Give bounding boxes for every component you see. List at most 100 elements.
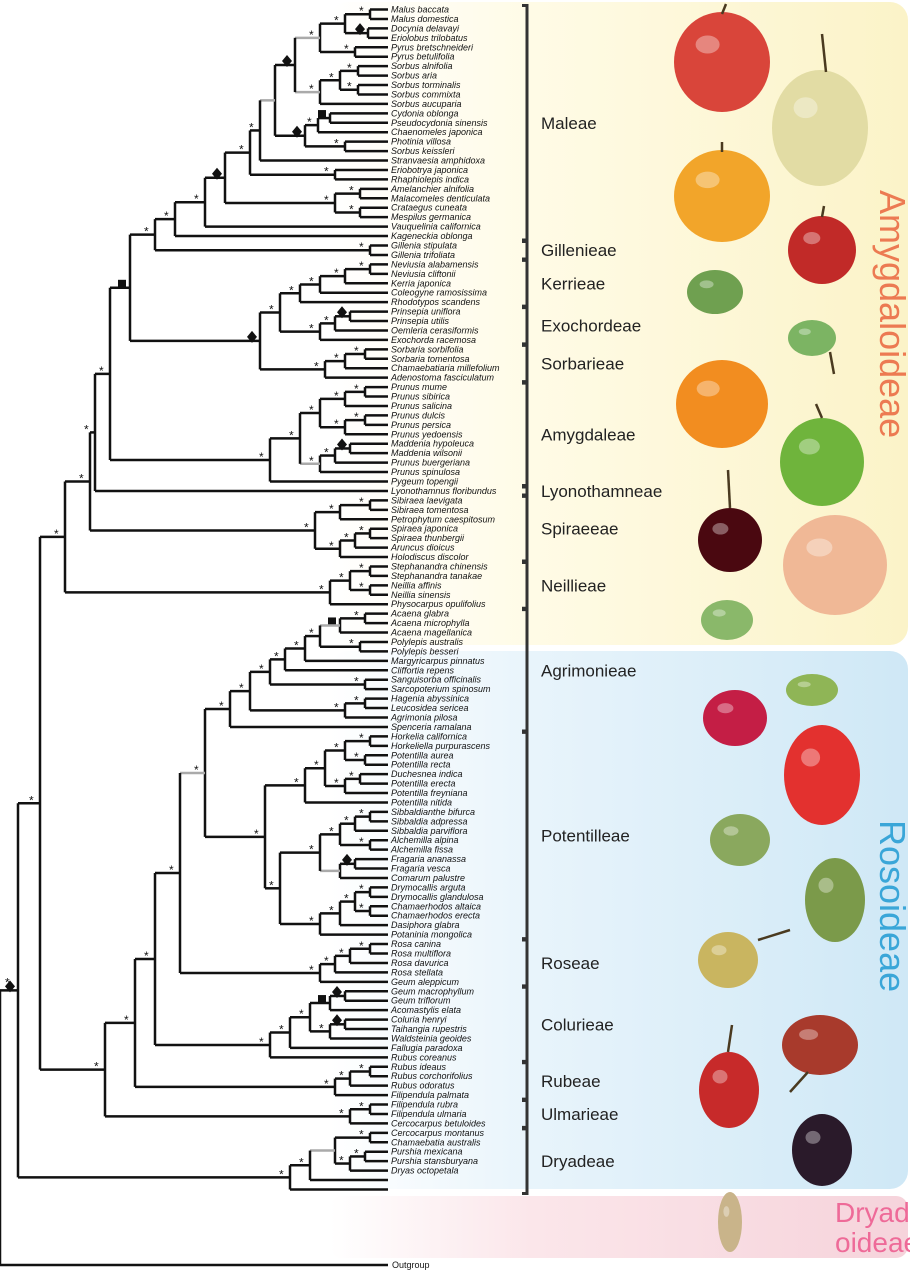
taxon-label: Rhaphiolepis indica [391, 174, 469, 184]
haw-image [788, 216, 856, 284]
agrimony-bur-image [786, 674, 838, 706]
support-star: * [354, 410, 359, 424]
taxon-label: Docynia delavayi [391, 23, 460, 33]
support-star: * [259, 1035, 264, 1049]
taxon-label: Eriobotrya japonica [391, 165, 468, 175]
tribe-label: Maleae [541, 114, 597, 133]
taxon-label: Drymocallis arguta [391, 882, 466, 892]
dryadoideae-panel [330, 1196, 908, 1258]
taxon-label: Coleogyne ramosissima [391, 288, 487, 298]
support-star: * [164, 209, 169, 223]
support-star: * [344, 892, 349, 906]
support-star: * [334, 136, 339, 150]
support-star: * [274, 649, 279, 663]
tribe-label: Amygdaleae [541, 425, 636, 444]
taxon-label: Sibiraea tomentosa [391, 505, 469, 515]
taxon-label: Chaenomeles japonica [391, 127, 483, 137]
taxon-label: Exochorda racemosa [391, 335, 476, 345]
green-apple-image [780, 418, 864, 506]
support-square [318, 995, 326, 1004]
support-star: * [359, 1062, 364, 1076]
support-star: * [79, 471, 84, 485]
tribe-label: Agrimonieae [541, 661, 636, 680]
support-star: * [269, 302, 274, 316]
tribe-bracket [522, 1127, 529, 1195]
taxon-label: Acaena magellanica [390, 628, 472, 638]
taxon-label: Margyricarpus pinnatus [391, 656, 485, 666]
support-square [328, 617, 336, 626]
taxon-label: Oemleria cerasiformis [391, 325, 479, 335]
support-star: * [324, 165, 329, 179]
taxon-label: Malus domestica [391, 14, 459, 24]
support-star: * [359, 4, 364, 18]
taxon-label: Geum aleppicum [391, 977, 460, 987]
subfamily-label-amygdaloideae: Amygdaloideae [872, 190, 910, 438]
support-star: * [279, 1023, 284, 1037]
taxon-label: Potentilla recta [391, 760, 451, 770]
stem [726, 1024, 734, 1053]
support-star: * [144, 225, 149, 239]
taxon-label: Sorbus keissleri [391, 146, 456, 156]
support-star: * [359, 259, 364, 273]
taxon-label: Amelanchier alnifolia [390, 184, 474, 194]
support-star: * [354, 1146, 359, 1160]
taxon-label: Spiraea japonica [391, 524, 458, 534]
taxon-label: Spiraea thunbergii [391, 533, 465, 543]
taxon-label: Filipendula ulmaria [391, 1109, 467, 1119]
taxon-label: Taihangia rupestris [391, 1024, 467, 1034]
taxon-label: Horkelia californica [391, 731, 467, 741]
support-star: * [344, 814, 349, 828]
strawberry-image [784, 725, 860, 825]
support-star: * [324, 313, 329, 327]
support-star: * [259, 450, 264, 464]
support-star: * [239, 143, 244, 157]
amygdaloideae-panel [330, 2, 908, 645]
neillia-follicles-image [701, 600, 753, 640]
support-star: * [359, 1099, 364, 1113]
taxon-label: Chamaerhodos altaica [391, 901, 481, 911]
support-star: * [354, 750, 359, 764]
support-star: * [279, 1167, 284, 1181]
support-star: * [349, 202, 354, 216]
support-square [318, 110, 326, 119]
taxon-label: Waldsteinia geoides [391, 1033, 472, 1043]
taxon-label: Maddenia wilsonii [391, 448, 463, 458]
subfamily-label-dryadoideae-line2: oideae [835, 1227, 910, 1258]
support-star: * [359, 561, 364, 575]
taxon-label: Sorbus commixta [391, 89, 461, 99]
tree-branches: ****************************************… [0, 4, 388, 1265]
support-star: * [124, 1013, 129, 1027]
support-star: * [84, 422, 89, 436]
support-star: * [354, 693, 359, 707]
taxon-label: Rubus corchorifolius [391, 1071, 473, 1081]
taxon-label: Gillenia stipulata [391, 241, 457, 251]
stem [720, 3, 728, 15]
apricot-image [676, 360, 768, 448]
strawberry-alpine-image [703, 690, 767, 746]
taxon-label: Filipendula palmata [391, 1090, 469, 1100]
support-star: * [309, 322, 314, 336]
taxon-label: Physocarpus opulifolius [391, 599, 486, 609]
dryas-plume-image [718, 1192, 742, 1252]
taxon-label: Alchemilla fissa [390, 845, 453, 855]
tribe-label: Roseae [541, 954, 600, 973]
taxon-label: Prinsepia uniflora [391, 307, 461, 317]
support-star: * [334, 266, 339, 280]
taxon-label: Dryas octopetala [391, 1166, 459, 1176]
taxon-label: Rosa canina [391, 939, 441, 949]
support-star: * [324, 954, 329, 968]
support-star: * [309, 626, 314, 640]
taxon-label: Polylepis australis [391, 637, 464, 647]
taxon-label: Potentilla aurea [391, 750, 454, 760]
taxon-label: Dasiphora glabra [391, 920, 460, 930]
support-star: * [359, 240, 364, 254]
taxon-label: Neillia affinis [391, 580, 442, 590]
taxon-label: Maddenia hypoleuca [391, 439, 474, 449]
stem [789, 1071, 809, 1093]
support-star: * [5, 975, 10, 989]
support-star: * [324, 446, 329, 460]
support-star: * [339, 571, 344, 585]
taxon-label: Sanguisorba officinalis [391, 675, 482, 685]
taxon-label: Gillenia trifoliata [391, 250, 455, 260]
support-star: * [339, 1106, 344, 1120]
